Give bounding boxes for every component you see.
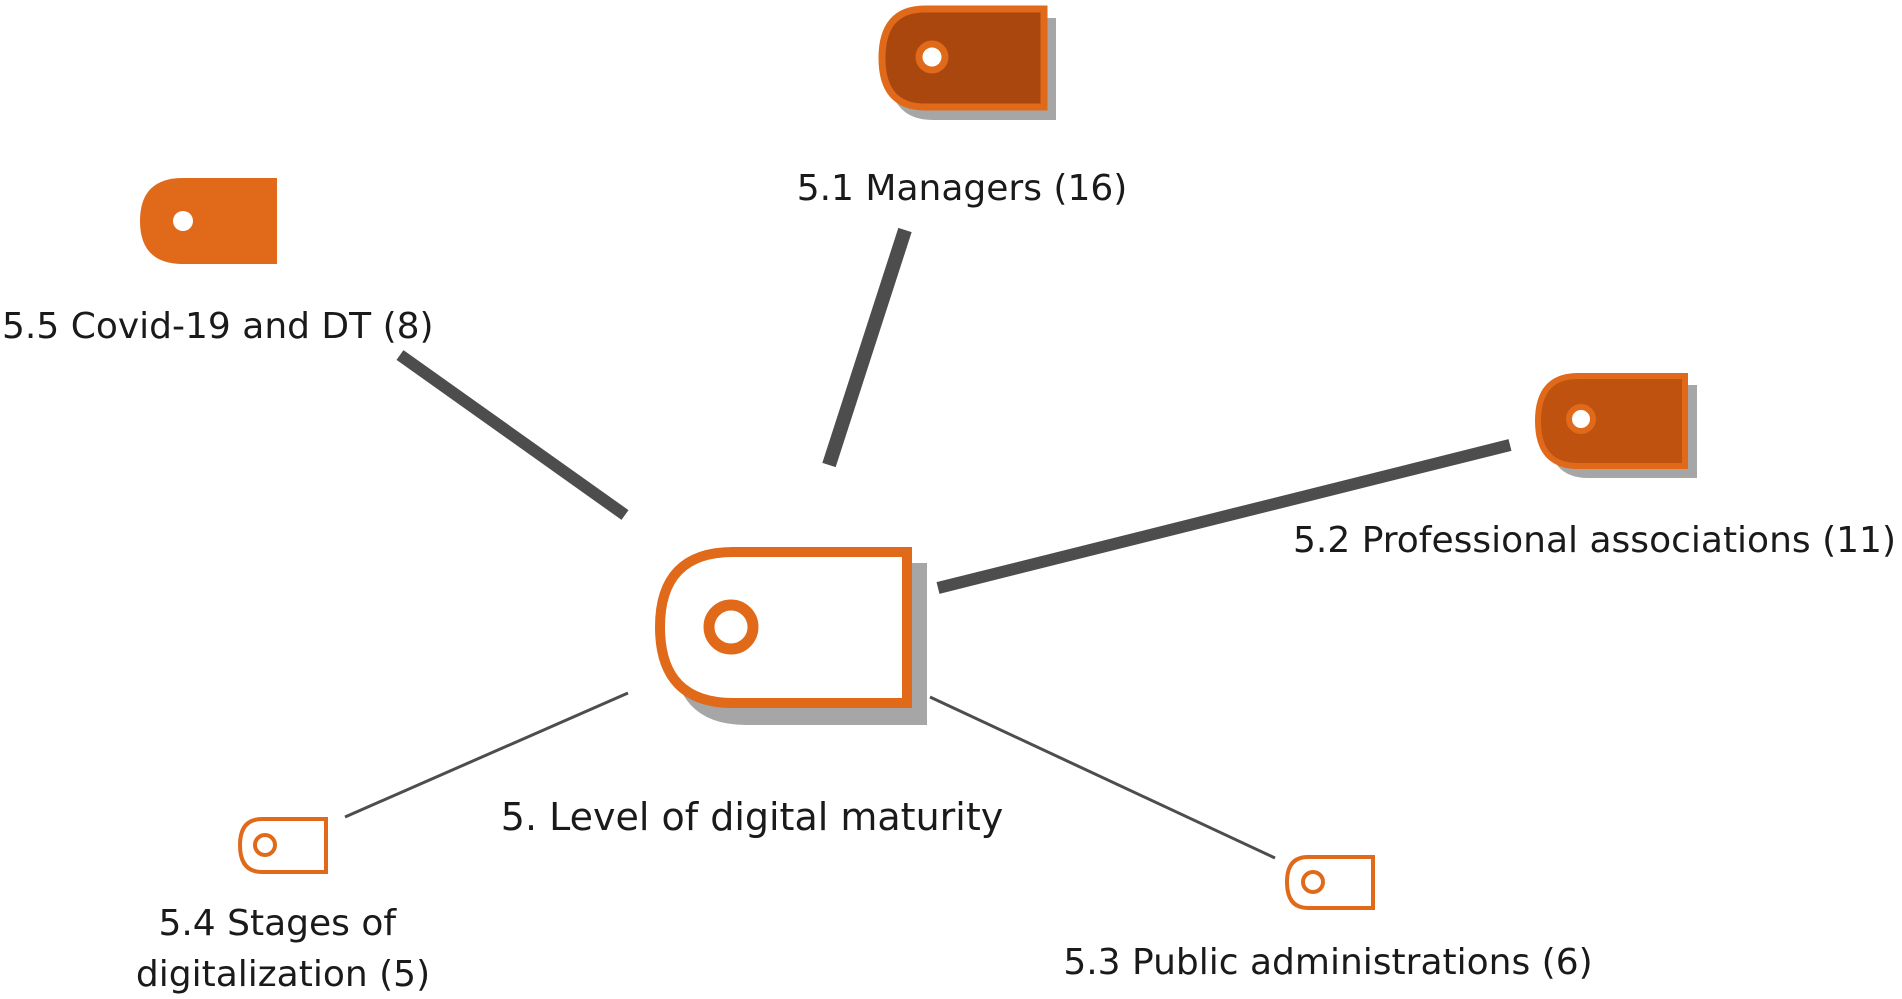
code-tag-hole [1566, 404, 1596, 434]
code-tag-icon [1534, 373, 1688, 469]
edge-public-administrations [929, 695, 1276, 860]
node-managers-label: 5.1 Managers (16) [797, 168, 1128, 209]
edge-covid-and-dt [396, 350, 629, 520]
node-professional-associations: 5.2 Professional associations (11) [1293, 373, 1896, 561]
code-tag-hole [1301, 870, 1325, 894]
code-tag-icon [1284, 855, 1375, 910]
code-tag-hole [173, 211, 193, 231]
edge-stages-of-digitalization [344, 691, 629, 819]
node-professional-associations-label: 5.2 Professional associations (11) [1293, 520, 1896, 561]
node-public-administrations-label: 5.3 Public administrations (6) [1063, 942, 1592, 983]
node-stages-of-digitalization-label-line2: digitalization (5) [136, 954, 430, 995]
edge-professional-associations [936, 439, 1512, 594]
node-stages-of-digitalization-label: 5.4 Stages of digitalization (5) [136, 903, 430, 995]
code-tag-hole [915, 40, 949, 74]
edge-managers [822, 227, 912, 468]
code-tag-hole [253, 833, 277, 857]
node-covid-and-dt-label: 5.5 Covid-19 and DT (8) [2, 306, 434, 347]
node-stages-of-digitalization-label-line1: 5.4 Stages of [158, 903, 397, 944]
node-covid-and-dt: 5.5 Covid-19 and DT (8) [2, 178, 434, 347]
center-node-label: 5. Level of digital maturity [501, 795, 1003, 839]
code-tag-icon [237, 817, 328, 874]
code-tag-icon [654, 547, 912, 708]
edges [344, 227, 1512, 860]
center-node: 5. Level of digital maturity [501, 547, 1003, 839]
code-tag-icon [878, 5, 1048, 111]
node-stages-of-digitalization: 5.4 Stages of digitalization (5) [136, 817, 430, 995]
node-managers: 5.1 Managers (16) [797, 5, 1128, 209]
code-tag-hole [703, 599, 759, 655]
node-public-administrations: 5.3 Public administrations (6) [1063, 855, 1593, 983]
code-tag-icon [140, 178, 277, 264]
